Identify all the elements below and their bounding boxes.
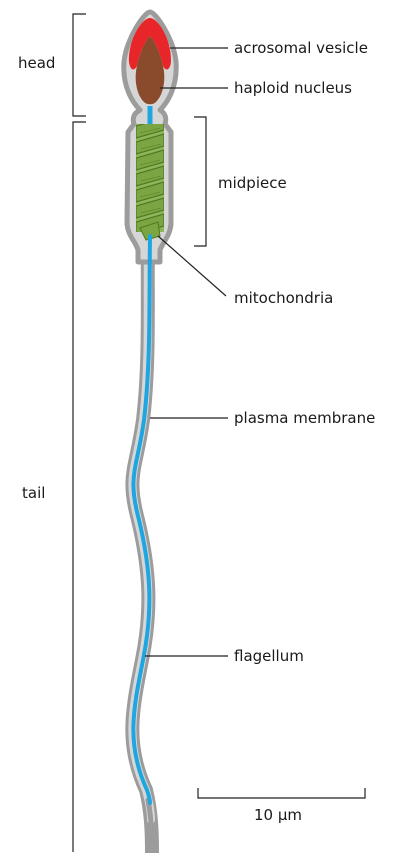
midpiece-label: midpiece bbox=[218, 174, 287, 192]
flagellum-label: flagellum bbox=[234, 647, 304, 665]
haploid-nucleus-label: haploid nucleus bbox=[234, 79, 352, 97]
scale-bar-label: 10 μm bbox=[254, 806, 302, 824]
scale-bar bbox=[198, 788, 365, 798]
mitochondria-label: mitochondria bbox=[234, 289, 333, 307]
acrosomal-vesicle-label: acrosomal vesicle bbox=[234, 39, 368, 57]
mitochondria-helix bbox=[136, 118, 164, 234]
head-label: head bbox=[18, 54, 55, 72]
tail-label: tail bbox=[22, 484, 45, 502]
plasma-membrane-label: plasma membrane bbox=[234, 409, 375, 427]
midpiece-bracket bbox=[194, 117, 206, 246]
head-bracket bbox=[73, 14, 86, 116]
mitochondria-leader bbox=[158, 236, 226, 296]
tail-bracket bbox=[73, 122, 86, 852]
